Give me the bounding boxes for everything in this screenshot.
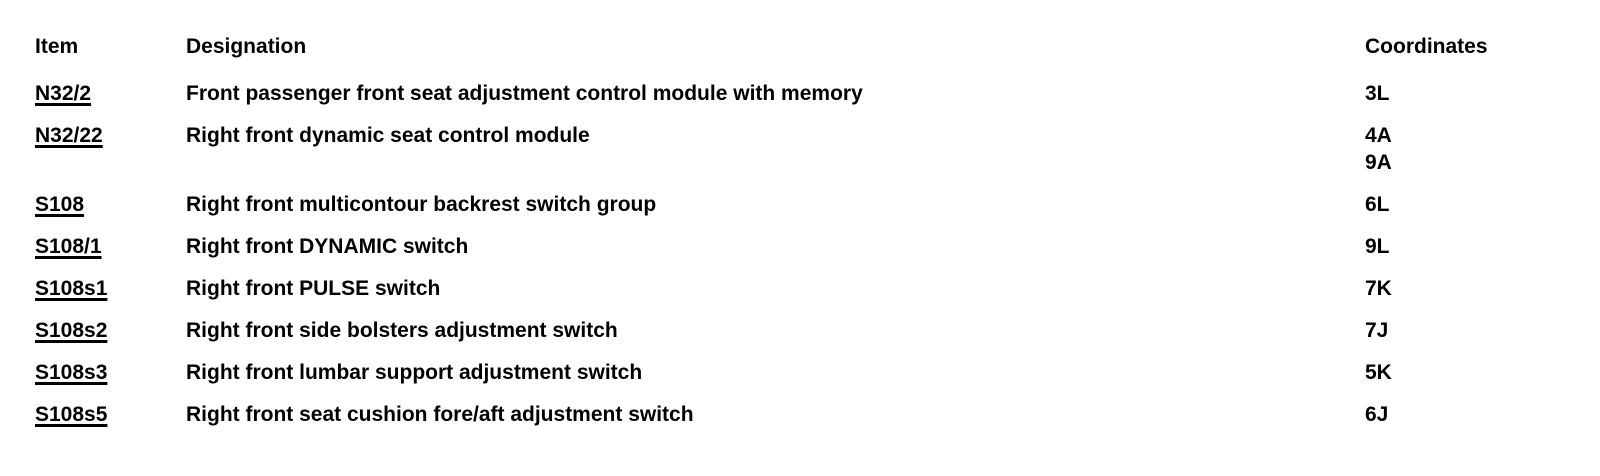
item-cell: N32/22 — [35, 122, 186, 149]
table-row: N32/22 Right front dynamic seat control … — [35, 122, 1575, 176]
coordinate-value: 9L — [1365, 235, 1390, 258]
column-header-coordinates: Coordinates — [1365, 35, 1488, 58]
column-header-item: Item — [35, 35, 79, 58]
coordinate-value: 9A — [1365, 151, 1392, 174]
coordinate-value: 3L — [1365, 82, 1390, 105]
item-code-link[interactable]: N32/22 — [35, 124, 103, 147]
table-row: S108s2 Right front side bolsters adjustm… — [35, 317, 1575, 344]
coordinates-cell: 5K — [1365, 359, 1565, 386]
coordinate-value: 7J — [1365, 319, 1389, 342]
item-code-link[interactable]: S108s2 — [35, 319, 108, 342]
column-header-designation: Designation — [186, 35, 307, 58]
coordinates-cell: 7J — [1365, 317, 1565, 344]
item-code-link[interactable]: S108s5 — [35, 403, 108, 426]
designation-text: Right front PULSE switch — [186, 277, 441, 300]
coordinates-cell: 6J — [1365, 401, 1565, 428]
coordinates-cell: 9L — [1365, 233, 1565, 260]
designation-text: Right front DYNAMIC switch — [186, 235, 469, 258]
designation-text: Right front dynamic seat control module — [186, 124, 590, 147]
coordinates-cell: 6L — [1365, 191, 1565, 218]
parts-legend-table: Item Designation Coordinates N32/2 Front… — [35, 33, 1575, 443]
designation-text: Right front side bolsters adjustment swi… — [186, 319, 618, 342]
item-cell: S108s1 — [35, 275, 186, 302]
table-header-row: Item Designation Coordinates — [35, 33, 1575, 60]
coordinates-cell: 3L — [1365, 80, 1565, 107]
item-code-link[interactable]: N32/2 — [35, 82, 92, 105]
table-row: S108s1 Right front PULSE switch 7K — [35, 275, 1575, 302]
coordinate-value: 4A — [1365, 124, 1392, 147]
designation-text: Right front lumbar support adjustment sw… — [186, 361, 643, 384]
coordinates-cell: 7K — [1365, 275, 1565, 302]
coordinate-value: 6J — [1365, 403, 1389, 426]
item-code-link[interactable]: S108/1 — [35, 235, 102, 258]
item-cell: S108s5 — [35, 401, 186, 428]
table-row: S108/1 Right front DYNAMIC switch 9L — [35, 233, 1575, 260]
item-cell: N32/2 — [35, 80, 186, 107]
table-row: N32/2 Front passenger front seat adjustm… — [35, 80, 1575, 107]
coordinate-value: 6L — [1365, 193, 1390, 216]
item-cell: S108s2 — [35, 317, 186, 344]
designation-text: Right front multicontour backrest switch… — [186, 193, 657, 216]
designation-text: Front passenger front seat adjustment co… — [186, 82, 863, 105]
coordinate-value: 7K — [1365, 277, 1392, 300]
table-row: S108s3 Right front lumbar support adjust… — [35, 359, 1575, 386]
item-code-link[interactable]: S108s1 — [35, 277, 108, 300]
table-body: N32/2 Front passenger front seat adjustm… — [35, 80, 1575, 428]
table-row: S108 Right front multicontour backrest s… — [35, 191, 1575, 218]
coordinate-value: 5K — [1365, 361, 1392, 384]
table-row: S108s5 Right front seat cushion fore/aft… — [35, 401, 1575, 428]
item-cell: S108/1 — [35, 233, 186, 260]
item-code-link[interactable]: S108s3 — [35, 361, 108, 384]
item-cell: S108s3 — [35, 359, 186, 386]
item-cell: S108 — [35, 191, 186, 218]
designation-text: Right front seat cushion fore/aft adjust… — [186, 403, 694, 426]
item-code-link[interactable]: S108 — [35, 193, 85, 216]
